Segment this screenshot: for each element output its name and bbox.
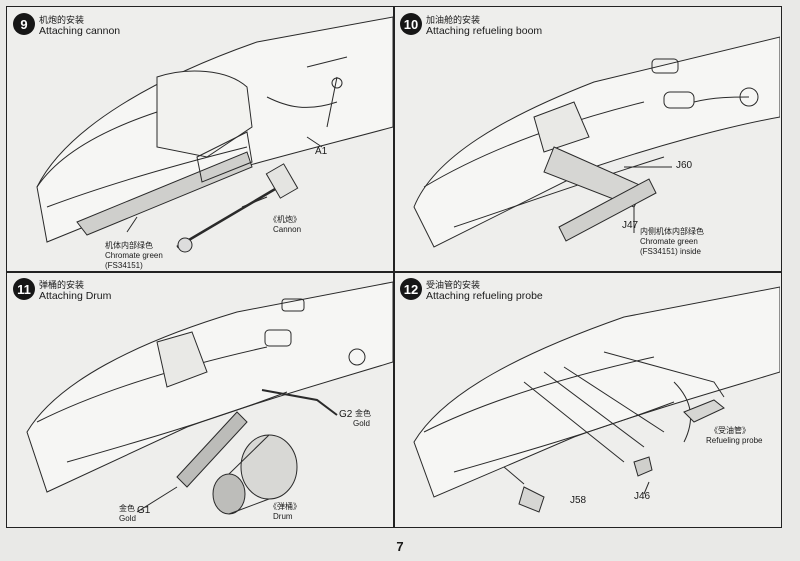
part-label-a1: A1 [315, 146, 328, 157]
step-9-illustration [36, 16, 393, 253]
step-9-number: 9 [13, 13, 35, 35]
paint-label-cn: 机体内部绿色 [105, 241, 153, 250]
step-9-panel: 9 机炮的安装 Attaching cannon A1 《机炮》 Cannon … [7, 7, 393, 271]
step-10-title-en: Attaching refueling boom [426, 25, 543, 37]
page-number: 7 [396, 539, 404, 554]
step-12-number: 12 [400, 278, 422, 300]
step-11-title-cn: 弹桶的安装 [39, 280, 85, 290]
step-10-title-cn: 加油舱的安装 [426, 15, 481, 25]
g1-color-cn: 金色 [119, 504, 135, 513]
step-12-title-cn: 受油管的安装 [426, 280, 481, 290]
part-label-g2: G2 [339, 409, 353, 420]
step-10-number: 10 [400, 13, 422, 35]
paint-inside-label-cn: 内侧机体内部绿色 [640, 227, 704, 236]
step-9-title-cn: 机炮的安装 [39, 15, 85, 25]
paint-label-code: (FS34151) [105, 261, 143, 270]
paint-inside-label-en: Chromate green [640, 237, 698, 246]
cannon-label-cn: 《机炮》 [269, 215, 301, 224]
step-12-title-en: Attaching refueling probe [426, 290, 543, 302]
paint-label-en: Chromate green [105, 251, 163, 260]
step-11-number: 11 [13, 278, 35, 300]
g2-color-en: Gold [353, 419, 370, 428]
step-10-panel: 10 加油舱的安装 Attaching refueling boom J60 J… [394, 7, 780, 271]
panel-divider-vertical [393, 7, 395, 527]
step-11-illustration [26, 281, 393, 515]
g2-color-cn: 金色 [355, 409, 371, 418]
step-12-panel: 12 受油管的安装 Attaching refueling probe 《受油管… [394, 272, 780, 527]
step-9-title-en: Attaching cannon [39, 25, 121, 37]
step-10-illustration [413, 36, 780, 248]
part-label-j58: J58 [570, 495, 587, 506]
step-12-illustration [413, 286, 780, 513]
drum-label-en: Drum [273, 512, 293, 521]
paint-inside-label-code: (FS34151) inside [640, 247, 701, 256]
probe-label-cn: 《受油管》 [710, 426, 750, 435]
step-11-title-en: Attaching Drum [39, 290, 112, 302]
g1-color-en: Gold [119, 514, 136, 523]
cannon-label-en: Cannon [273, 225, 302, 234]
instruction-sheet: 9 机炮的安装 Attaching cannon A1 《机炮》 Cannon … [6, 6, 782, 528]
panel-divider-horizontal [7, 271, 781, 273]
part-label-j46: J46 [634, 491, 651, 502]
drum-label-cn: 《弹桶》 [269, 502, 301, 511]
probe-label-en: Refueling probe [706, 436, 763, 445]
part-label-g1: G1 [137, 505, 151, 516]
step-11-panel: 11 弹桶的安装 Attaching Drum G2 金色 Gold 金色 G1… [7, 272, 393, 527]
part-label-j47: J47 [622, 220, 639, 231]
part-label-j60: J60 [676, 160, 693, 171]
